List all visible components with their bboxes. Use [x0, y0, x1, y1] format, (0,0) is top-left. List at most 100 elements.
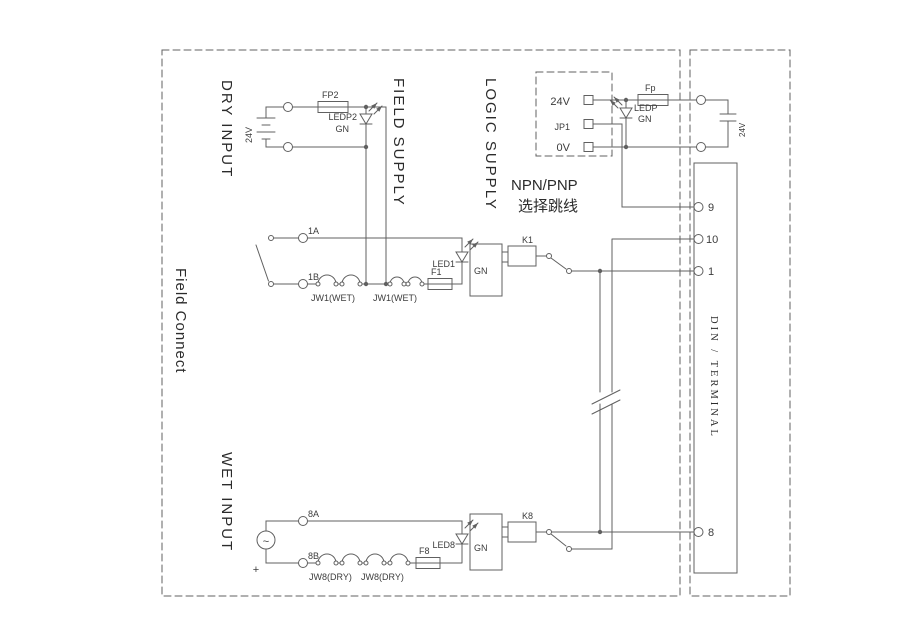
jumper-post — [387, 560, 393, 566]
switch-blade — [255, 244, 269, 282]
arrowhead — [371, 103, 377, 109]
optocoupler-led8-body — [469, 513, 503, 571]
jumper-post — [339, 281, 345, 287]
junction-dot — [623, 144, 629, 150]
terminal-8 — [693, 527, 704, 537]
capacitor-symbol — [705, 99, 737, 148]
din-frame — [689, 49, 791, 597]
npn-pnp-jumper: 24V JP1 0V — [550, 95, 594, 154]
jumper-jw1-label-2: JW1(WET) — [373, 293, 417, 303]
terminal-8b — [298, 558, 308, 568]
arrowhead — [614, 97, 620, 103]
field-supply-title: FIELD SUPPLY — [390, 78, 407, 207]
fuse-f1-label: F1 — [431, 267, 442, 277]
npn-jumper-frame — [535, 71, 613, 157]
wires — [265, 106, 387, 285]
terminal-8-label: 8 — [708, 527, 714, 539]
field-supply-connector-bottom — [283, 142, 293, 152]
jumper-post — [401, 281, 407, 287]
break-symbol — [591, 389, 621, 415]
jumper-0v-label: 0V — [557, 142, 571, 154]
switch-contact — [268, 235, 274, 241]
led8-label: LED8 — [432, 540, 455, 550]
contact-post — [566, 268, 572, 274]
jumper-post — [405, 281, 411, 287]
optocoupler-led1-body — [469, 243, 503, 297]
led1-diode — [455, 251, 469, 263]
led-ledp2-label: LEDP2 — [328, 112, 357, 122]
led-ledp-diode — [619, 107, 633, 119]
jumper-post — [357, 281, 363, 287]
terminal-1b-label: 1B — [308, 272, 319, 282]
logic-supply-connector-top — [696, 95, 706, 105]
contact-blade — [550, 533, 567, 547]
jumper-post — [315, 281, 321, 287]
battery-symbol — [256, 117, 276, 140]
jumper-jw8-arcs — [317, 553, 409, 564]
terminal-1a — [298, 233, 308, 243]
din-terminals: 9 10 1 8 — [693, 202, 718, 539]
fuse-fp-body — [637, 94, 669, 106]
led1-color: GN — [474, 266, 488, 276]
terminal-10 — [693, 234, 704, 244]
field-supply-connector-top — [283, 102, 293, 112]
jumper-post — [333, 281, 339, 287]
jumper-jw1-label-1: JW1(WET) — [311, 293, 355, 303]
dry-input-title: DRY INPUT — [218, 80, 235, 178]
jumper-pin-middle — [583, 119, 594, 129]
switch-contact — [268, 281, 274, 287]
field-supply-circuit: FP2 LEDP2 GN 24V — [244, 90, 389, 287]
jumper-pin-24v — [583, 95, 594, 105]
led-ledp-color: GN — [638, 114, 652, 124]
jumper-post — [315, 560, 321, 566]
fuse-fp2-body — [317, 101, 349, 113]
terminal-1 — [693, 266, 704, 276]
terminal-10-label: 10 — [706, 234, 718, 246]
fuse-fp-label: Fp — [645, 83, 656, 93]
terminal-9-label: 9 — [708, 202, 714, 214]
led-ledp2-diode — [359, 113, 373, 125]
jumper-jw8-label-1: JW8(DRY) — [309, 572, 352, 582]
jumper-post — [363, 560, 369, 566]
field-connect-title: Field Connect — [172, 268, 189, 374]
led1-label: LED1 — [432, 259, 455, 269]
arrowhead — [472, 242, 478, 248]
terminal-8b-label: 8B — [308, 551, 319, 561]
led-ledp2-color: GN — [336, 124, 350, 134]
relay-k8-body — [507, 521, 537, 543]
contact-post — [566, 546, 572, 552]
terminal-8a — [298, 516, 308, 526]
logic-supply-voltage: 24V — [738, 122, 747, 137]
npn-pnp-label: NPN/PNP — [511, 177, 578, 194]
relay-k8-label: K8 — [522, 511, 533, 521]
relay-k1-label: K1 — [522, 235, 533, 245]
din-terminal-strip — [693, 162, 738, 574]
led8-diode — [455, 533, 469, 545]
jumper-post — [419, 281, 425, 287]
wet-input-channel: ~ + 8A 8B JW8(DRY) JW8(DRY) F8 LED8 GN K… — [253, 509, 695, 582]
arrowhead — [467, 239, 473, 245]
jumper-jw1-arcs — [317, 274, 423, 285]
bus-rails — [591, 238, 695, 550]
junction-dot — [363, 144, 369, 150]
led8-color: GN — [474, 543, 488, 553]
led-ledp-label: LEDP — [634, 103, 658, 113]
section-titles: DRY INPUT FIELD SUPPLY LOGIC SUPPLY Fiel… — [172, 78, 719, 552]
fuse-f8-body — [415, 557, 441, 569]
dry-input-channel: 1A 1B JW1(WET) JW1(WET) F1 LED1 GN K1 — [255, 226, 695, 303]
jumper-post — [387, 281, 393, 287]
source-polarity: + — [253, 564, 259, 576]
contact-post — [546, 253, 552, 259]
fuse-f1-body — [427, 278, 453, 290]
din-terminal-label: DIN / TERMINAL — [708, 316, 719, 439]
terminal-1-label: 1 — [708, 266, 714, 278]
junction-dot — [363, 104, 369, 110]
arrowhead — [472, 523, 478, 529]
wires — [265, 520, 695, 564]
jumper-post — [333, 560, 339, 566]
jumper-post — [357, 560, 363, 566]
rail-wires — [599, 238, 695, 550]
frames — [161, 49, 791, 597]
